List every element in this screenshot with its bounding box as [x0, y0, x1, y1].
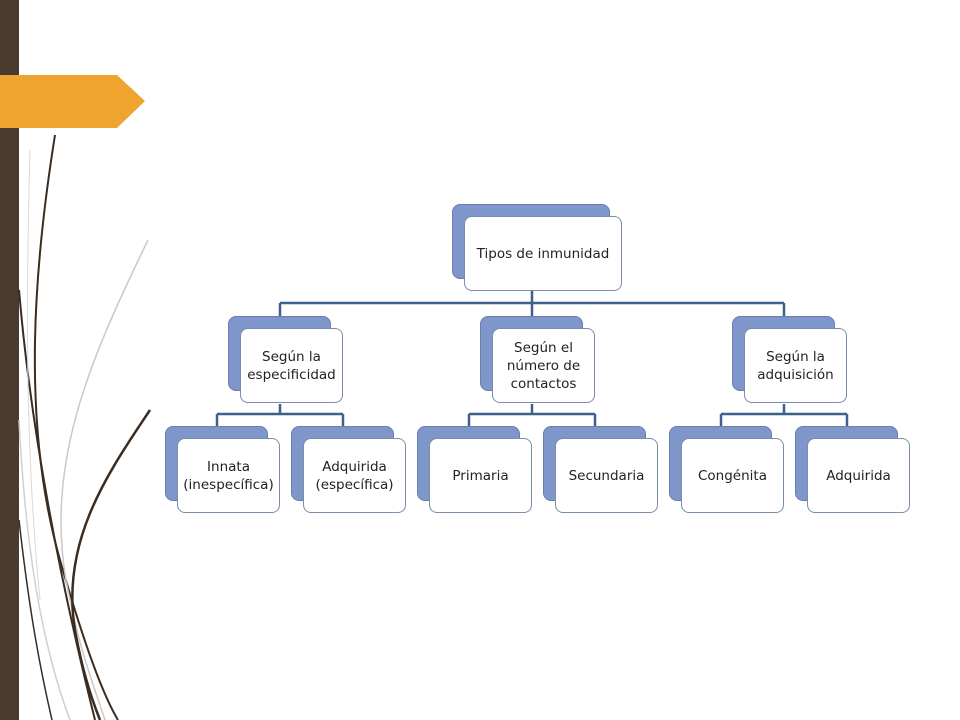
- accent-arrow-tab: [0, 75, 145, 128]
- node-leaf-label: Innata (inespecífica): [183, 458, 274, 493]
- node-leaf-congenita: Congénita: [669, 426, 784, 513]
- node-branch-contactos: Según el número de contactos: [480, 316, 595, 403]
- node-root-box: Tipos de inmunidad: [464, 216, 622, 291]
- node-root: Tipos de inmunidad: [452, 204, 622, 291]
- node-leaf-secundaria: Secundaria: [543, 426, 658, 513]
- node-box: Según la especificidad: [240, 328, 343, 403]
- node-branch-especificidad: Según la especificidad: [228, 316, 343, 403]
- node-box: Según el número de contactos: [492, 328, 595, 403]
- node-branch-label: Según la especificidad: [247, 348, 336, 383]
- node-leaf-label: Primaria: [452, 467, 509, 484]
- node-box: Adquirida (específica): [303, 438, 406, 513]
- node-leaf-primaria: Primaria: [417, 426, 532, 513]
- node-box: Primaria: [429, 438, 532, 513]
- node-box: Secundaria: [555, 438, 658, 513]
- node-box: Adquirida: [807, 438, 910, 513]
- node-leaf-label: Adquirida: [826, 467, 891, 484]
- node-box: Innata (inespecífica): [177, 438, 280, 513]
- node-branch-adquisicion: Según la adquisición: [732, 316, 847, 403]
- node-root-label: Tipos de inmunidad: [476, 245, 610, 262]
- node-branch-label: Según la adquisición: [757, 348, 834, 383]
- node-leaf-adquirida: Adquirida: [795, 426, 910, 513]
- node-leaf-label: Secundaria: [568, 467, 645, 484]
- node-branch-label: Según el número de contactos: [506, 339, 581, 392]
- node-leaf-innata: Innata (inespecífica): [165, 426, 280, 513]
- node-box: Según la adquisición: [744, 328, 847, 403]
- decorative-swirls: [18, 134, 152, 720]
- node-leaf-label: Congénita: [698, 467, 767, 484]
- node-box: Congénita: [681, 438, 784, 513]
- node-leaf-label: Adquirida (específica): [315, 458, 394, 493]
- slide-left-bar: [0, 0, 19, 720]
- node-leaf-adquirida-especifica: Adquirida (específica): [291, 426, 406, 513]
